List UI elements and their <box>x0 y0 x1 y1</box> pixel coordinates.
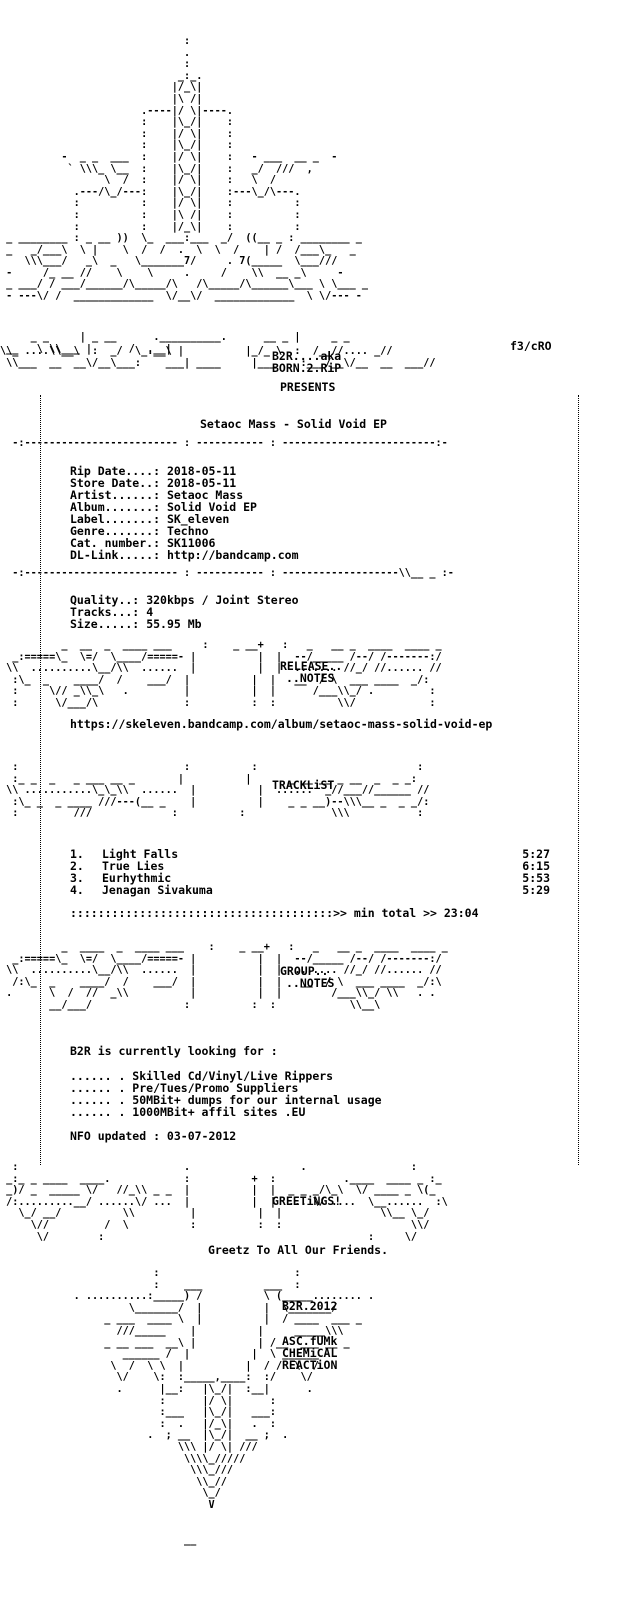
logo-ascii-art: : . : _:_. |/_\| |\ /| .----|/ \ <box>6 36 369 303</box>
footer-credit: ASC.fUMk <box>282 1334 338 1348</box>
group-item: ...... . Pre/Tues/Promo Suppliers <box>70 1081 299 1095</box>
info-artist: Artist......: Setaoc Mass <box>70 488 244 502</box>
divider-2: -:------------------------- : ----------… <box>0 568 454 579</box>
total-time: ::::::::::::::::::::::::::::::::::::::>>… <box>70 906 479 920</box>
quality-tracks: Tracks...: 4 <box>70 605 154 619</box>
greetings-divider: : . . : _:_ _ ____ ____. : + : .____ ___… <box>6 1162 448 1243</box>
quality-size: Size.....: 55.95 Mb <box>70 617 202 631</box>
footer-credit: REACTiON <box>282 1358 338 1372</box>
release-title: Setaoc Mass - Solid Void EP <box>200 417 387 431</box>
info-rip-date: Rip Date....: 2018-05-11 <box>70 464 237 478</box>
tracklist-divider: : : : : :_ _ _ _ ___ __ _ | | _ __ __ _ … <box>6 762 430 820</box>
frame-left-border <box>40 395 41 1165</box>
footer-credit: CHEMiCAL <box>282 1346 338 1360</box>
track-row: 1. Light Falls 5:27 <box>70 847 550 861</box>
footer-tag: B2R.2012 <box>282 1299 338 1313</box>
quality-bitrate: Quality..: 320kbps / Joint Stereo <box>70 593 299 607</box>
header-box-frame: _ _ | _ __ .__________. __ _ | _ _ __ \ … <box>6 332 350 355</box>
footer-ascii-art: : : : ___ ___ : . ..........:_____) / \ … <box>73 1268 375 1546</box>
group-item: ...... . Skilled Cd/Vinyl/Live Rippers <box>70 1069 334 1083</box>
group-tag: B2R....aka <box>272 349 342 363</box>
tracklist-heading: TRACKLiST <box>272 778 335 792</box>
track-row: 3. Eurhythmic 5:53 <box>70 871 550 885</box>
info-store-date: Store Date..: 2018-05-11 <box>70 476 237 490</box>
info-dl-link: DL-Link.....: http://bandcamp.com <box>70 548 299 562</box>
header-side-art: \\_ ....\\__\ : _/ \_.__\ | |_/_ \ : /__… <box>0 346 436 369</box>
greetings-text: Greetz To All Our Friends. <box>208 1243 389 1257</box>
group-notes-heading: GROUP.. <box>280 964 329 978</box>
group-notes-divider: _ ____ _ ____ ___ : _ __+ : _ __ _ ____ … <box>6 942 448 1011</box>
track-row: 2. True Lies 6:15 <box>70 859 550 873</box>
group-tag-2: BORN.2.RiP <box>272 361 342 375</box>
release-url[interactable]: https://skeleven.bandcamp.com/album/seta… <box>70 717 493 731</box>
release-notes-divider: _ __ _ ____ ___ : _ __+ : _ __ _ ____ __… <box>6 640 442 709</box>
info-cat-number: Cat. number.: SK11006 <box>70 536 216 550</box>
presents-label: PRESENTS <box>280 380 336 394</box>
artist-credit: f3/cRO <box>510 339 552 353</box>
group-intro: B2R is currently looking for : <box>70 1044 278 1058</box>
info-label: Label.......: SK_eleven <box>70 512 230 526</box>
divider-1: -:------------------------- : ----------… <box>0 438 448 449</box>
track-row: 4. Jenagan Sivakuma 5:29 <box>70 883 550 897</box>
greetings-heading: GREETiNGS! <box>272 1194 342 1208</box>
frame-right-border <box>578 395 579 1165</box>
group-item: ...... . 1000MBit+ affil sites .EU <box>70 1105 306 1119</box>
group-item: ...... . 50MBit+ dumps for our internal … <box>70 1093 382 1107</box>
nfo-updated: NFO updated : 03-07-2012 <box>70 1129 237 1143</box>
info-genre: Genre.......: Techno <box>70 524 209 538</box>
info-album: Album.......: Solid Void EP <box>70 500 257 514</box>
release-notes-heading-2: ..NOTES <box>286 671 335 685</box>
group-notes-heading-2: ..NOTES <box>286 976 335 990</box>
release-notes-heading: RELEASE.. <box>280 659 343 673</box>
